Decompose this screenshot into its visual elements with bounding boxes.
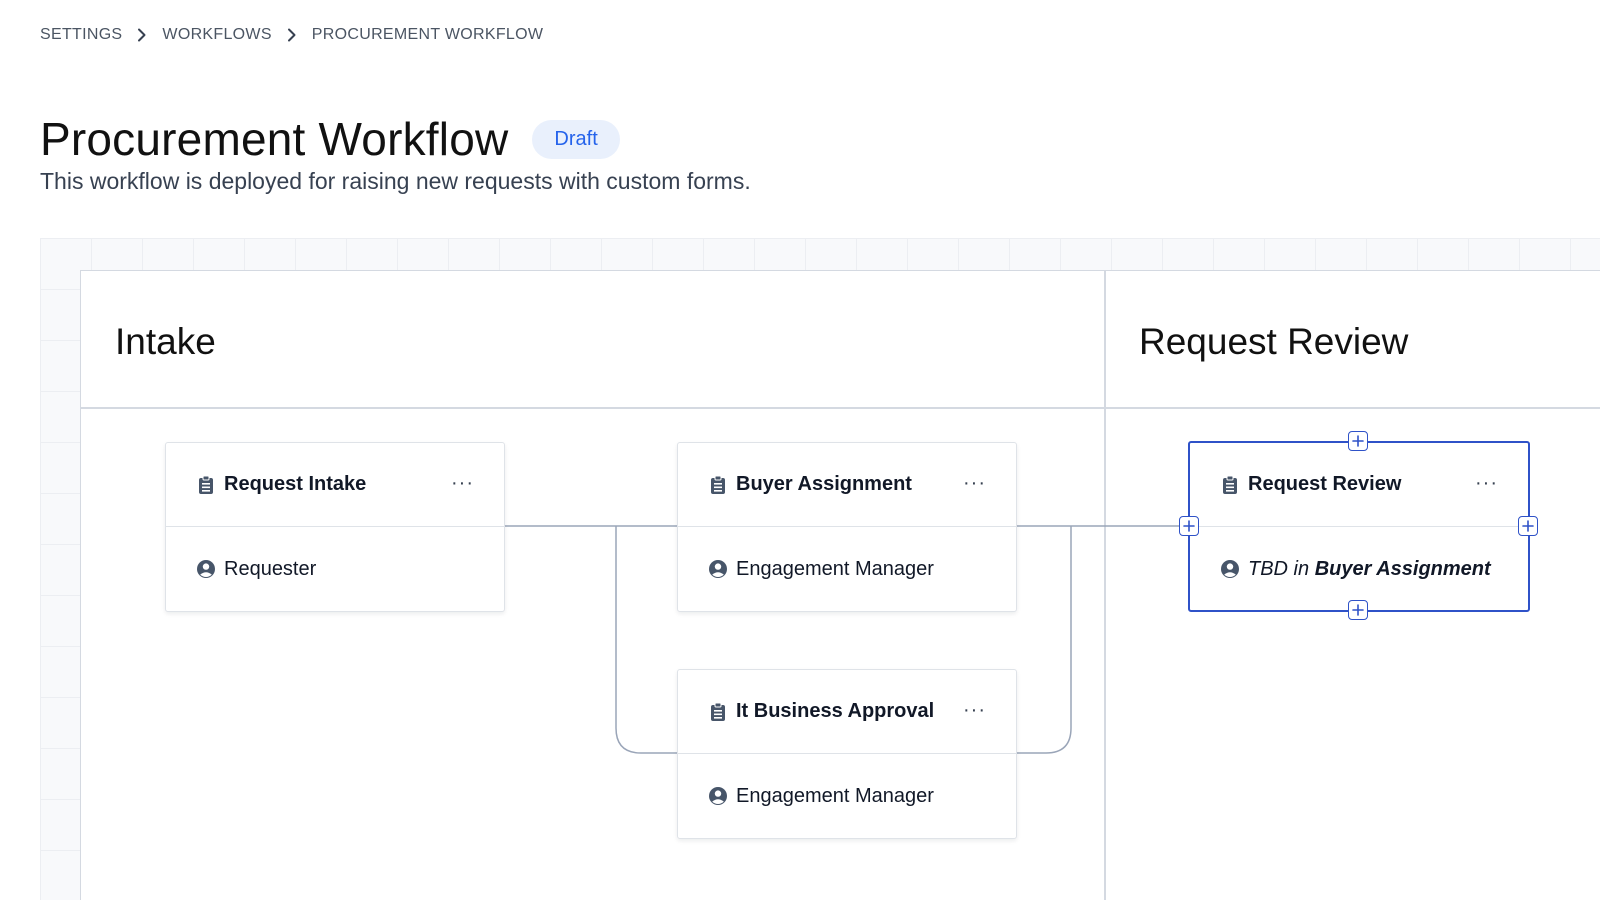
more-horizontal-icon[interactable]: ···: [963, 699, 986, 721]
node-title: Buyer Assignment: [736, 473, 912, 495]
plus-icon: [1352, 435, 1364, 447]
chevron-right-icon: [122, 26, 162, 44]
node-assignee-row: Requester: [166, 527, 504, 611]
lane-title-intake: Intake: [115, 321, 216, 362]
lane-header-divider: [81, 407, 1600, 409]
lane-title-request-review: Request Review: [1139, 321, 1409, 362]
chevron-right-icon: [272, 26, 312, 44]
user-circle-icon: [1220, 559, 1240, 579]
more-horizontal-icon[interactable]: ···: [451, 472, 474, 494]
node-assignee-row: Engagement Manager: [678, 527, 1016, 611]
breadcrumb-procurement-workflow: PROCUREMENT WORKFLOW: [311, 26, 544, 43]
plus-icon: [1352, 604, 1364, 616]
breadcrumb-settings[interactable]: SETTINGS: [40, 26, 123, 43]
node-assignee: Requester: [224, 557, 317, 580]
workflow-canvas[interactable]: Intake Request Review Request Intake ···…: [40, 238, 1600, 900]
connector-lines: [505, 525, 1179, 754]
node-title: Request Review: [1248, 473, 1402, 495]
page-title: Procurement Workflow: [40, 113, 509, 165]
node-assignee-row: TBD in Buyer Assignment: [1190, 527, 1528, 611]
node-buyer-assignment[interactable]: Buyer Assignment ··· Engagement Manager: [677, 442, 1017, 612]
add-step-right-port[interactable]: [1518, 516, 1538, 536]
node-title: Request Intake: [224, 473, 367, 495]
node-header: Request Review ···: [1190, 443, 1528, 527]
node-assignee-row: Engagement Manager: [678, 754, 1016, 838]
user-circle-icon: [708, 559, 728, 579]
clipboard-icon: [710, 702, 726, 722]
node-title: It Business Approval: [736, 700, 935, 722]
plus-icon: [1183, 520, 1195, 532]
add-step-top-port[interactable]: [1348, 431, 1368, 451]
more-horizontal-icon[interactable]: ···: [1475, 472, 1498, 494]
status-badge: Draft: [532, 119, 620, 159]
add-step-left-port[interactable]: [1179, 516, 1199, 536]
user-circle-icon: [708, 786, 728, 806]
node-assignee: TBD in Buyer Assignment: [1248, 558, 1491, 581]
node-header: It Business Approval ···: [678, 670, 1016, 754]
page-header: Procurement Workflow Draft: [40, 112, 620, 166]
assignee-reference: Buyer Assignment: [1314, 557, 1491, 580]
lane-divider: [1104, 271, 1106, 900]
node-assignee: Engagement Manager: [736, 557, 934, 580]
page-description: This workflow is deployed for raising ne…: [40, 168, 751, 194]
node-assignee: Engagement Manager: [736, 784, 934, 807]
assignee-prefix: TBD in: [1248, 557, 1310, 580]
node-header: Buyer Assignment ···: [678, 443, 1016, 527]
more-horizontal-icon[interactable]: ···: [963, 472, 986, 494]
node-header: Request Intake ···: [166, 443, 504, 527]
breadcrumb-workflows[interactable]: WORKFLOWS: [162, 26, 272, 43]
clipboard-icon: [710, 475, 726, 495]
plus-icon: [1522, 520, 1534, 532]
user-circle-icon: [196, 559, 216, 579]
node-request-intake[interactable]: Request Intake ··· Requester: [165, 442, 505, 612]
add-step-bottom-port[interactable]: [1348, 600, 1368, 620]
clipboard-icon: [198, 475, 214, 495]
node-request-review[interactable]: Request Review ··· TBD in Buyer Assignme…: [1188, 441, 1530, 612]
clipboard-icon: [1222, 475, 1238, 495]
breadcrumb: SETTINGS WORKFLOWS PROCUREMENT WORKFLOW: [40, 26, 543, 44]
node-it-business-approval[interactable]: It Business Approval ··· Engagement Mana…: [677, 669, 1017, 839]
